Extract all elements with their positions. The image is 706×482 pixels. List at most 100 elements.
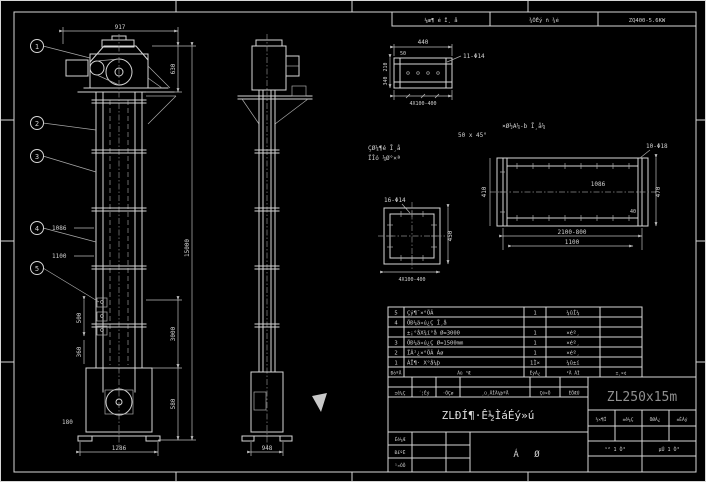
- bom-mat: ¼ûÍ¼: [566, 309, 579, 317]
- dim-casing-bottom-a: 2100-800: [558, 229, 587, 236]
- detail-flange: 16-Φ14 450 4X100-400: [378, 197, 454, 283]
- bucket-chain: [96, 297, 108, 336]
- label-flange-holes: 16-Φ14: [384, 197, 406, 204]
- bom-header-no: ÐòºÅ: [391, 370, 402, 377]
- note-line-2: ÏÎó ¼Ø°×ª: [368, 155, 401, 162]
- balloon-5: 5: [35, 265, 39, 273]
- dim-casing-bottom-b: 1100: [565, 239, 580, 246]
- dim-plate-sub: 50: [400, 51, 406, 57]
- bom-name: ÏÂ²¿×°ÖÃ Áø: [407, 350, 444, 357]
- rev-col-5: Ç©×Ö: [540, 390, 551, 397]
- rev-col-2: ´¦Êý: [419, 389, 430, 397]
- title-date-cell: Á Ø: [513, 448, 544, 460]
- strip-cell-2: ¾ÕÊý ñ ¾é: [529, 16, 559, 24]
- dim-left-180: 180: [62, 419, 73, 426]
- bom-row: 4 ÖÐ¼ä»ú¿Ç Ī¸å: [394, 320, 446, 327]
- bom-no: 2: [394, 351, 397, 357]
- note-weld: ¤Ø½A¼-b Ī¸å¼: [502, 123, 546, 130]
- section-arrow: [312, 393, 327, 412]
- rev-col-3: ·ÖÇø: [443, 390, 454, 397]
- pages-total: ¹² 1 Ò³: [604, 446, 625, 453]
- balloon-2: 2: [35, 120, 39, 128]
- strip-cell-1: ⅛æ¶ é Ī¸ å: [424, 17, 457, 24]
- dim-left-1100: 1100: [52, 253, 67, 260]
- drawing-notes: ÇØ¼¶é Ī¸å ÏÎó ¼Ø°×ª 50 x 45° ¤Ø½A¼-b Ī¸å…: [368, 123, 546, 162]
- dim-plate-width: 440: [418, 39, 429, 46]
- rev-col-4: ¸ü¸ÄÎÄ¼þºÅ: [481, 390, 508, 397]
- bom-qty: 1: [533, 341, 536, 347]
- info-cell-4: ±ÈÀý: [677, 415, 688, 423]
- info-cell-2: ±ê¼Ç: [623, 416, 634, 423]
- bom-header-row: ÐòºÅ Ãû ³Æ ÊýÁ¿ ²Ä ÁÏ ±¸×¢: [391, 369, 627, 377]
- bom-row: ±¡°åX¾í°å Ø=3000 1 ×éº¸: [407, 330, 580, 337]
- balloon-3: 3: [35, 153, 39, 161]
- bom-mat: ×éº¸: [566, 340, 579, 347]
- rev-col-6: ÈÕÆÚ: [569, 389, 580, 397]
- bom-row: 5 Çý¶¯×°ÖÃ 1 ¼ûÍ¼: [394, 309, 579, 317]
- top-title-strip: ⅛æ¶ é Ī¸ å ¾ÕÊý ñ ¾é ZQ400-5.6KW: [391, 11, 697, 27]
- info-cell-1: ½×¶Î: [596, 416, 607, 423]
- bom-header-name: Ãû ³Æ: [457, 370, 471, 377]
- dim-flange-right: 450: [447, 230, 454, 241]
- boot-pulley: [105, 388, 133, 416]
- bom-name: ÖÐ¼ä»ú¿Ç Ī¸å: [407, 320, 447, 327]
- dim-flange-bottom: 4X100-400: [398, 277, 425, 283]
- bom-name: ±¡°åX¾í°å Ø=3000: [407, 330, 460, 337]
- front-view: 1 2 3 4 5 917 1286 1086 1100 500 360 180: [30, 24, 196, 456]
- sig-process: ¹¤ÒÕ: [395, 462, 406, 469]
- bom-name: Çý¶¯×°ÖÃ: [407, 310, 434, 317]
- dim-right-3000: 3000: [170, 326, 177, 341]
- dim-casing-left: 410: [481, 186, 488, 197]
- bom-table: 5 Çý¶¯×°ÖÃ 1 ¼ûÍ¼ 4 ÖÐ¼ä»ú¿Ç Ī¸å ±¡°åX¾í…: [387, 306, 643, 378]
- bom-qty: 1Ì×: [530, 360, 540, 367]
- strip-cell-motor-model: ZQ400-5.6KW: [629, 18, 666, 24]
- bom-mat: ¼û±í: [566, 360, 579, 367]
- balloon-4: 4: [35, 225, 39, 233]
- balloon-1: 1: [35, 43, 39, 51]
- pages-current: µÚ 1 Ò³: [658, 446, 679, 453]
- dim-boot-width: 1286: [112, 445, 127, 452]
- bom-row: 1 ÁÏ¶· X°å¼þ 1Ì× ¼û±í: [394, 360, 579, 367]
- model-number: ZL250x15m: [607, 390, 678, 405]
- bom-header-mat: ²Ä ÁÏ: [566, 370, 580, 377]
- dim-head-width: 917: [115, 24, 126, 31]
- rev-col-1: ±ê¼Ç: [395, 390, 406, 397]
- dim-left-360: 360: [76, 346, 83, 357]
- bom-mat: ×éº¸: [566, 330, 579, 337]
- sig-design: Éè¼Æ: [395, 435, 406, 443]
- front-view-dims: 917 1286 1086 1100 500 360 180 630 3000: [52, 24, 196, 456]
- detail-casing: 1086 10-Φ18 40 2100-800 1100 470 410: [481, 143, 668, 250]
- drive-pulley: [89, 60, 105, 76]
- bom-row: 3 ÖÐ¼ä»ú¿Ç Ø=1500mm 1 ×éº¸: [394, 340, 579, 347]
- bom-no: 3: [394, 341, 397, 347]
- dim-plate-left-a: 210: [383, 62, 389, 71]
- info-cell-3: ÖØÁ¿: [650, 416, 661, 423]
- balloon-callouts: 1 2 3 4 5: [30, 39, 100, 303]
- label-casing-holes: 10-Φ18: [646, 143, 668, 150]
- detail-plate: 440 50 11-Φ14 4X100-400 210 340: [383, 39, 485, 107]
- dim-left-500: 500: [76, 312, 83, 323]
- dim-casing-inner: 1086: [591, 181, 606, 188]
- sig-check: Ð£ºË: [395, 449, 406, 456]
- dim-right-580: 580: [170, 398, 177, 409]
- bom-name: ÁÏ¶· X°å¼þ: [407, 360, 440, 367]
- label-plate-holes: 11-Φ14: [463, 53, 485, 60]
- bom-qty: 1: [533, 311, 536, 317]
- bom-row: 2 ÏÂ²¿×°ÖÃ Áø 1 ×éº¸: [394, 350, 579, 357]
- side-view: 948: [237, 34, 327, 456]
- dim-side-width: 948: [262, 445, 273, 452]
- bom-qty: 1: [533, 331, 536, 337]
- dim-right-630: 630: [170, 63, 177, 74]
- title-block: ±ê¼Ç ´¦Êý ·ÖÇø ¸ü¸ÄÎÄ¼þºÅ Ç©×Ö ÈÕÆÚ ZLÐÍ…: [387, 376, 697, 473]
- bom-no: 4: [394, 321, 398, 327]
- bom-mat: ×éº¸: [566, 350, 579, 357]
- bom-header-qty: ÊýÁ¿: [530, 369, 541, 377]
- dim-right-15000: 15000: [184, 239, 191, 257]
- bom-no: 5: [394, 311, 397, 317]
- bom-name: ÖÐ¼ä»ú¿Ç Ø=1500mm: [407, 340, 464, 347]
- bom-no: 1: [394, 361, 397, 367]
- note-line-1: ÇØ¼¶é Ī¸å: [368, 145, 401, 152]
- dim-casing-small: 40: [630, 209, 636, 215]
- dim-plate-bottom: 4X100-400: [409, 101, 436, 107]
- bom-header-rem: ±¸×¢: [616, 371, 627, 377]
